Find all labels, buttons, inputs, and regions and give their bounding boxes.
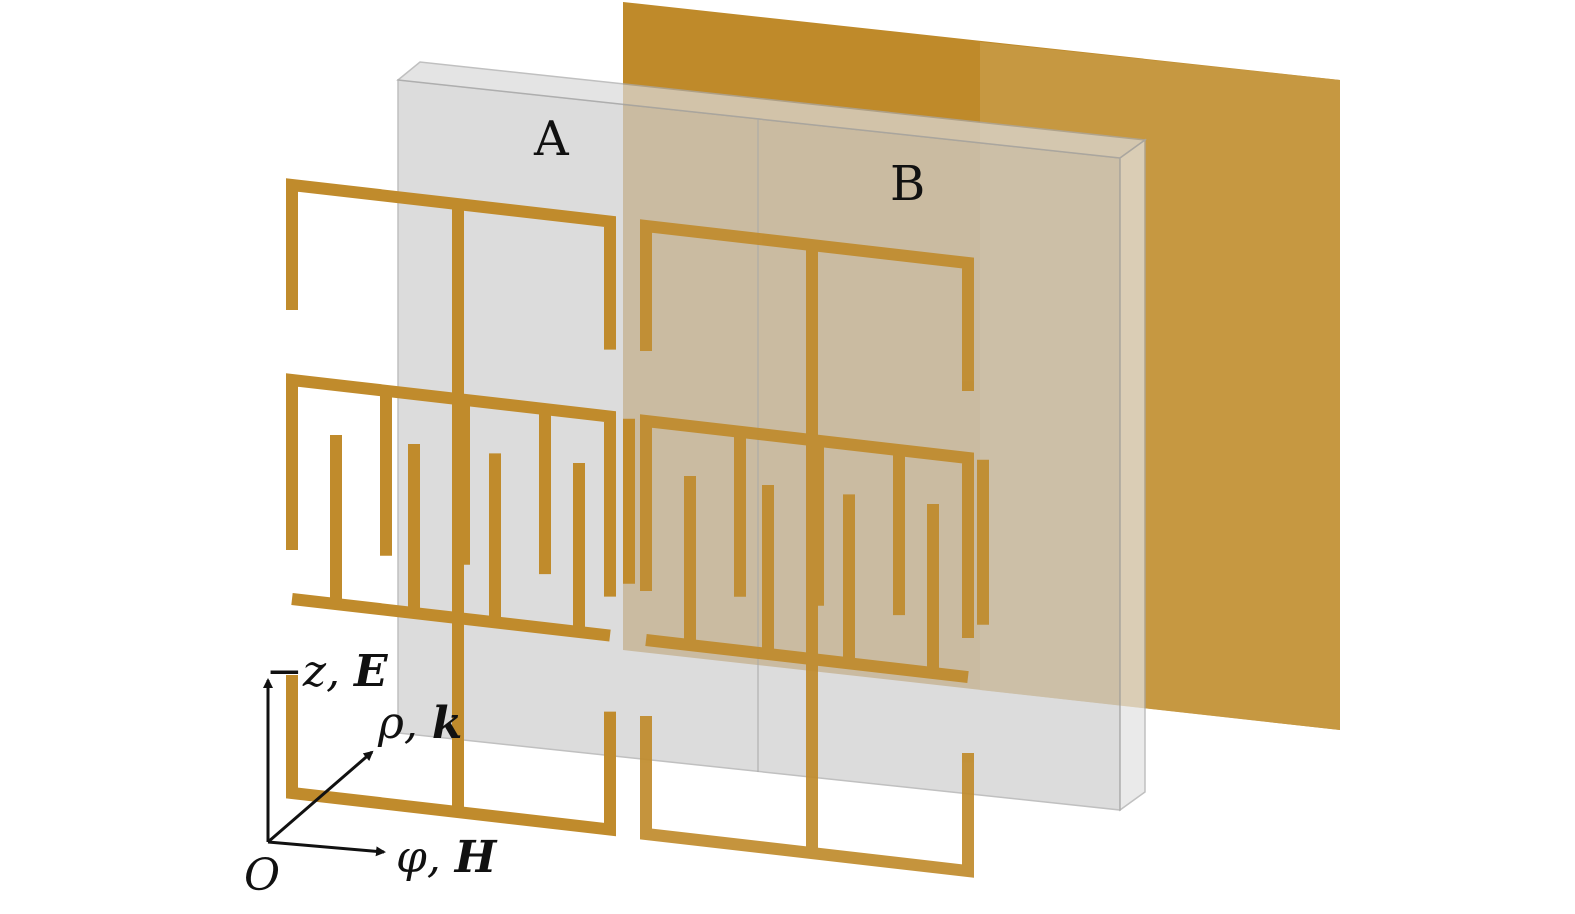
origin-label: O xyxy=(244,850,280,901)
cell-b-cell xyxy=(640,219,989,878)
cell-b-bottom-frame xyxy=(640,716,974,878)
substrate-side-face xyxy=(1119,138,1146,812)
cell-a-middle-frame xyxy=(286,373,616,597)
axis-diagonal-separator: , xyxy=(404,698,432,749)
region-a-label: A xyxy=(533,111,570,167)
axis-diagonal-field: k xyxy=(432,698,463,749)
axis-horizontal-arrow xyxy=(267,840,386,857)
cell-a-middle-bottom-bar xyxy=(291,593,611,642)
axis-vertical-separator: , xyxy=(326,646,354,697)
cell-a-top-frame xyxy=(286,178,616,350)
axis-horizontal-label: φ, H xyxy=(396,832,498,883)
axis-vertical-symbol: −z xyxy=(266,646,327,697)
cell-a-bottom-frame xyxy=(286,675,616,837)
cell-a-cell xyxy=(286,178,635,837)
axis-vertical-field: E xyxy=(352,646,389,697)
substrate-front-face xyxy=(397,79,1121,811)
coordinate-axes: O −z, E ρ, k φ, H xyxy=(244,646,498,901)
cell-b-middle-frame xyxy=(640,414,974,639)
axis-vertical-label: −z, E xyxy=(266,646,389,697)
axis-horizontal-field: H xyxy=(453,832,498,883)
axis-horizontal-separator: , xyxy=(427,832,455,883)
axis-diagonal-arrow xyxy=(267,750,374,844)
cell-b-middle-bottom-bar xyxy=(645,634,969,683)
axis-diagonal-label: ρ, k xyxy=(377,698,462,749)
region-b-label: B xyxy=(890,156,925,212)
axis-diagonal-symbol: ρ xyxy=(377,698,404,749)
metal-patterns xyxy=(286,178,989,878)
cell-b-top-frame xyxy=(640,219,974,392)
axis-horizontal-symbol: φ xyxy=(396,832,427,883)
